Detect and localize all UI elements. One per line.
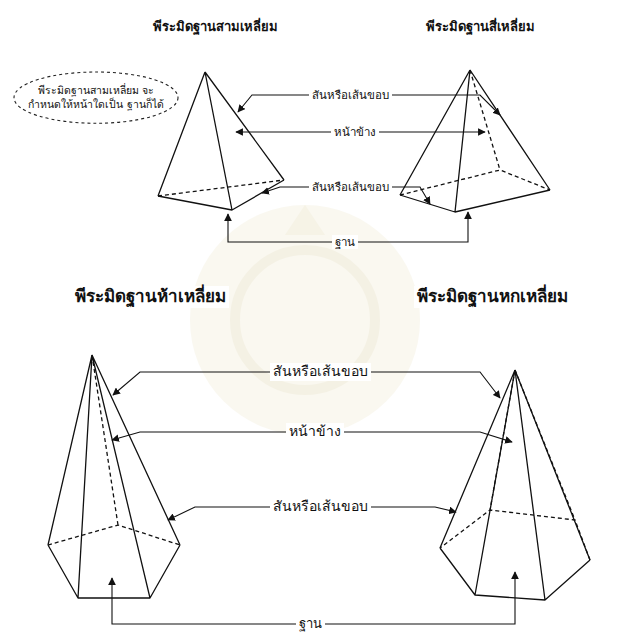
part-label: สันหรือเส้นขอบ — [309, 180, 392, 194]
part-label: ฐาน — [332, 235, 358, 249]
part-label: หน้าข้าง — [331, 125, 379, 139]
figure-title: พีระมิดฐานสามเหลี่ยม — [150, 19, 281, 35]
cloud-outline — [14, 72, 178, 123]
part-label: สันหรือเส้นขอบ — [270, 498, 371, 516]
part-label: สันหรือเส้นขอบ — [270, 363, 371, 381]
figure-title: พีระมิดฐานห้าเหลี่ยม — [72, 286, 229, 307]
part-label: ฐาน — [296, 616, 325, 632]
pentagonal-pyramid — [48, 355, 180, 598]
figure-title: พีระมิดฐานหกเหลี่ยม — [414, 286, 571, 307]
hexagonal-pyramid — [440, 370, 590, 600]
part-label: สันหรือเส้นขอบ — [309, 88, 392, 102]
callout-text: พีระมิดฐานสามเหลี่ยม จะกำหนดให้หน้าใดเป็… — [26, 84, 166, 111]
part-label: หน้าข้าง — [286, 423, 344, 441]
watermark — [190, 205, 420, 435]
callout-cloud: พีระมิดฐานสามเหลี่ยม จะกำหนดให้หน้าใดเป็… — [12, 70, 180, 125]
figure-title: พีระมิดฐานสี่เหลี่ยม — [423, 19, 538, 35]
